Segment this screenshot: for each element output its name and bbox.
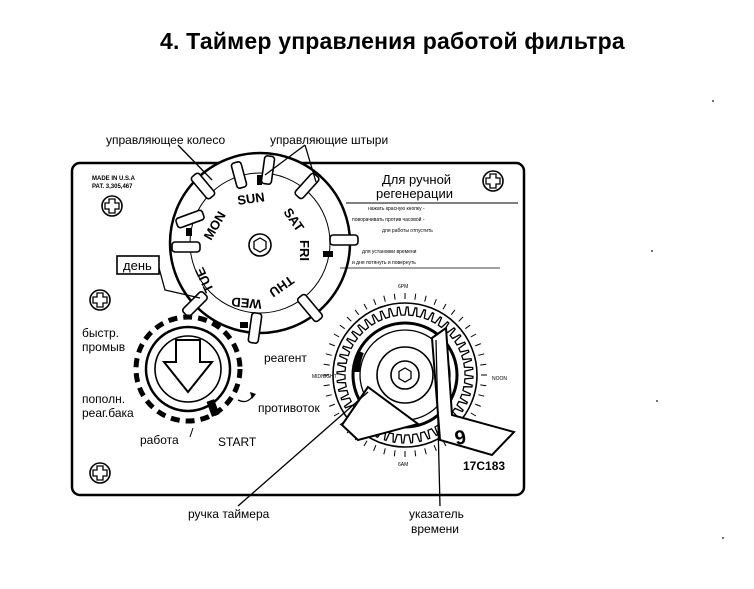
speck bbox=[722, 537, 724, 539]
scale-tick bbox=[470, 333, 477, 338]
dial-label-right: NOON bbox=[492, 376, 507, 382]
scale-tick bbox=[339, 324, 346, 330]
control-pin[interactable] bbox=[329, 234, 359, 246]
scale-tick bbox=[478, 353, 485, 356]
speck bbox=[712, 100, 714, 102]
scale-tick bbox=[329, 343, 335, 347]
control-pin[interactable] bbox=[175, 209, 205, 229]
svg-text:9: 9 bbox=[453, 426, 468, 450]
scale-tick bbox=[464, 324, 471, 330]
speck bbox=[656, 400, 658, 402]
control-pin[interactable] bbox=[182, 291, 209, 318]
scale-tick bbox=[414, 293, 417, 300]
control-pin[interactable] bbox=[171, 241, 201, 253]
control-pin[interactable] bbox=[247, 312, 263, 344]
page-title: 4. Таймер управления работой фильтра bbox=[160, 28, 625, 54]
hex-nut-icon bbox=[253, 237, 267, 253]
made-in-label: MADE IN U.S.A bbox=[92, 176, 136, 182]
scale-tick bbox=[480, 363, 487, 366]
dial-label-left: MIDNIGHT bbox=[312, 374, 337, 380]
control-wheel[interactable]: SUN SAT FRI THU WED TUE MON bbox=[168, 151, 359, 344]
service-label: работа bbox=[140, 433, 179, 447]
start-label: START bbox=[218, 435, 257, 449]
time-pointer-label-1: указатель bbox=[409, 507, 464, 521]
day-label: FRI bbox=[297, 240, 312, 261]
dial-label-top: 6PM bbox=[398, 284, 408, 290]
scale-tick bbox=[373, 445, 377, 451]
scale-tick bbox=[470, 412, 477, 417]
fast-rinse-label-1: быстр. bbox=[82, 326, 119, 340]
fast-rinse-label-2: промыв bbox=[82, 340, 125, 354]
manual-regen-line-4: для установки времени bbox=[362, 249, 417, 255]
manual-regen-heading-1: Для ручной bbox=[382, 172, 451, 187]
manual-regen-line-2: поворачивать против часовой - bbox=[352, 216, 425, 223]
control-pin[interactable] bbox=[190, 172, 216, 200]
scale-tick bbox=[323, 384, 330, 387]
scale-tick bbox=[325, 394, 332, 397]
manual-regen-line-5: и дня потянуть и повернуть bbox=[352, 260, 416, 266]
refill-label-1: пополн. bbox=[82, 392, 125, 406]
scale-tick bbox=[433, 299, 437, 305]
scale-tick bbox=[424, 448, 427, 455]
scale-tick bbox=[323, 363, 330, 366]
hex-nut-icon bbox=[398, 367, 412, 383]
scale-tick bbox=[433, 445, 437, 451]
scale-tick bbox=[346, 316, 352, 322]
regenerant-label: реагент bbox=[264, 351, 307, 365]
screw-icon-mid-left bbox=[89, 289, 111, 311]
timer-knob[interactable] bbox=[340, 385, 421, 442]
refill-label-2: реаг.бака bbox=[82, 406, 134, 420]
time-pointer[interactable] bbox=[430, 326, 516, 457]
scale-tick bbox=[373, 299, 377, 305]
day-label: WED bbox=[231, 294, 263, 312]
screw-icon-top-right bbox=[482, 170, 504, 192]
control-pin[interactable] bbox=[296, 293, 324, 323]
speck bbox=[651, 250, 653, 252]
scale-tick bbox=[325, 353, 332, 356]
manual-regen-instructions: Для ручной регенерации нажать красную кн… bbox=[340, 172, 518, 269]
time-pointer-label-2: времени bbox=[411, 522, 459, 536]
scale-tick bbox=[442, 303, 447, 310]
scale-tick bbox=[414, 450, 417, 457]
manual-regen-heading-2: регенерации bbox=[376, 186, 453, 201]
day-label: SUN bbox=[236, 189, 265, 208]
control-pin[interactable] bbox=[230, 161, 248, 189]
scale-tick bbox=[354, 309, 360, 316]
scale-tick bbox=[458, 316, 464, 322]
backwash-label: противоток bbox=[258, 401, 320, 415]
scale-tick bbox=[363, 440, 368, 447]
patent-label: PAT. 3,305,467 bbox=[92, 184, 133, 190]
scale-tick bbox=[475, 343, 481, 347]
screw-icon-bottom-left bbox=[89, 462, 111, 484]
manual-regen-line-3: для работы отпустить bbox=[382, 228, 433, 234]
scale-tick bbox=[383, 295, 386, 302]
scale-tick bbox=[383, 448, 386, 455]
control-pin[interactable] bbox=[294, 172, 320, 200]
timer-knob-label: ручка таймера bbox=[188, 507, 270, 521]
scale-tick bbox=[333, 412, 340, 417]
screw-icon-top-left bbox=[101, 195, 123, 217]
dial-label-bottom: 6AM bbox=[398, 462, 408, 468]
control-pins-label: управляющие штыри bbox=[270, 133, 388, 147]
control-wheel-label: управляющее колесо bbox=[106, 133, 225, 147]
scale-tick bbox=[478, 394, 485, 397]
day-label-box: день bbox=[123, 258, 152, 273]
scale-tick bbox=[393, 450, 396, 457]
scale-tick bbox=[393, 293, 396, 300]
scale-tick bbox=[475, 403, 481, 407]
down-arrow-icon bbox=[161, 339, 215, 394]
model-number: 17C183 bbox=[463, 459, 505, 473]
scale-tick bbox=[480, 384, 487, 387]
scale-tick bbox=[329, 403, 335, 407]
scale-tick bbox=[424, 295, 427, 302]
scale-tick bbox=[450, 309, 456, 316]
scale-tick bbox=[333, 333, 340, 338]
scale-tick bbox=[363, 303, 368, 310]
manual-regen-line-1: нажать красную кнопку - bbox=[368, 206, 425, 212]
cycle-dial[interactable] bbox=[133, 314, 243, 424]
control-pin[interactable] bbox=[260, 155, 276, 185]
